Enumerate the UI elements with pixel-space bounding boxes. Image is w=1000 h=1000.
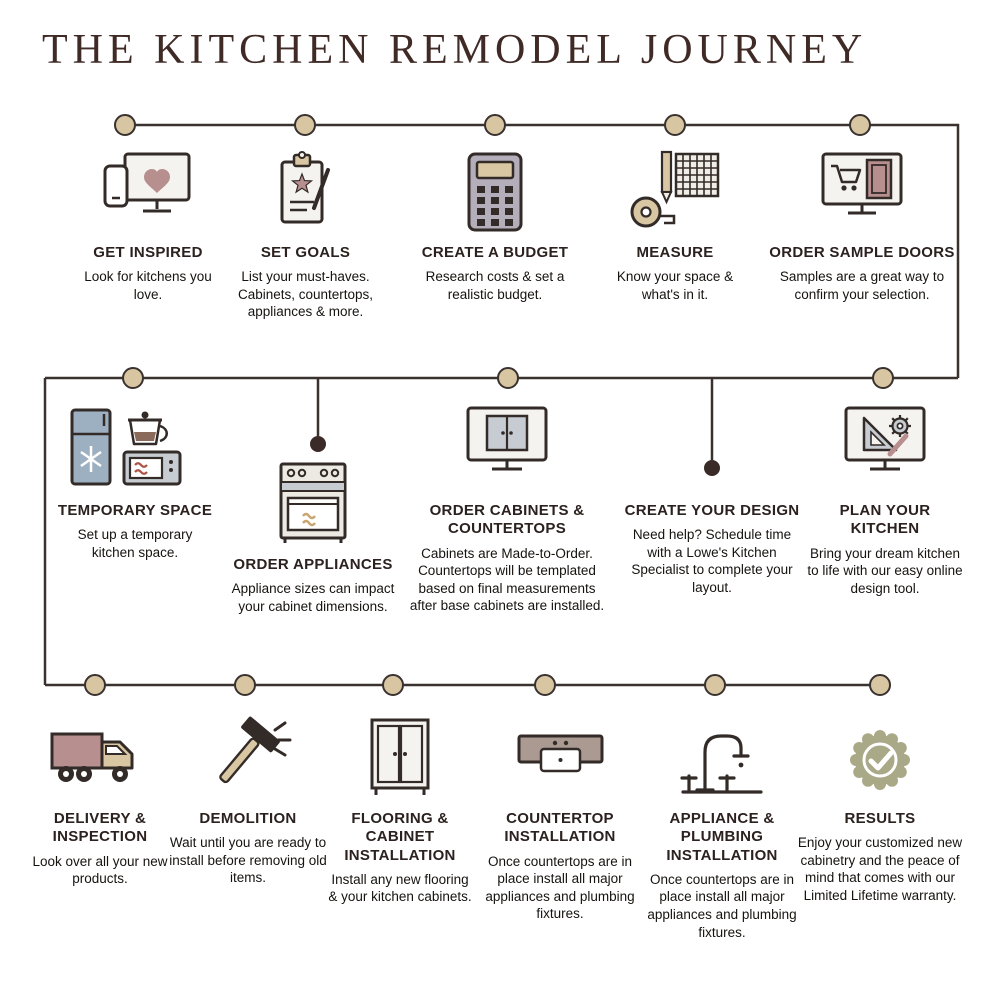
step-create-budget: CREATE A BUDGET Research costs & set a r… bbox=[410, 146, 580, 303]
fridge-coffee-microwave-icon bbox=[68, 404, 203, 492]
step-desc: Once countertops are in place install al… bbox=[485, 853, 635, 922]
step-desc: Enjoy your customized new cabinetry and … bbox=[797, 835, 963, 903]
step-measure: MEASURE Know your space & what's in it. bbox=[600, 146, 750, 303]
step-desc: Research costs & set a realistic budget. bbox=[425, 269, 565, 302]
step-title: ORDER SAMPLE DOORS bbox=[769, 244, 955, 261]
step-order-cabinets: ORDER CABINETS & COUNTERTOPS Cabinets ar… bbox=[407, 404, 607, 615]
sledgehammer-icon bbox=[203, 712, 293, 800]
step-create-design: CREATE YOUR DESIGN Need help? Schedule t… bbox=[622, 502, 802, 596]
clipboard-star-icon bbox=[266, 146, 346, 234]
step-desc: Bring your dream kitchen to life with ou… bbox=[807, 545, 963, 596]
step-title: DEMOLITION bbox=[199, 810, 297, 827]
faucet-icon bbox=[675, 712, 770, 800]
step-desc: Need help? Schedule time with a Lowe's K… bbox=[631, 527, 793, 595]
cabinet-icon bbox=[360, 712, 440, 800]
step-title: PLAN YOUR KITCHEN bbox=[839, 502, 931, 538]
step-desc: Look for kitchens you love. bbox=[84, 269, 212, 302]
step-title: DELIVERY & INSPECTION bbox=[52, 810, 148, 846]
step-demolition: DEMOLITION Wait until you are ready to i… bbox=[168, 712, 328, 887]
step-desc: Samples are a great way to confirm your … bbox=[779, 269, 945, 302]
step-title: CREATE YOUR DESIGN bbox=[624, 502, 800, 519]
step-title: GET INSPIRED bbox=[93, 244, 203, 261]
delivery-truck-icon bbox=[48, 712, 153, 800]
step-desc: Once countertops are in place install al… bbox=[647, 871, 797, 940]
countertop-sink-icon bbox=[513, 712, 608, 800]
step-results: RESULTS Enjoy your customized new cabine… bbox=[795, 712, 965, 904]
monitor-heart-phone-icon bbox=[101, 146, 196, 234]
monitor-cart-door-icon bbox=[815, 146, 910, 234]
step-title: FLOORING & CABINET INSTALLATION bbox=[344, 810, 456, 864]
step-get-inspired: GET INSPIRED Look for kitchens you love. bbox=[73, 146, 223, 303]
step-order-sample-doors: ORDER SAMPLE DOORS Samples are a great w… bbox=[767, 146, 957, 303]
range-oven-icon bbox=[271, 458, 355, 546]
step-desc: Know your space & what's in it. bbox=[616, 269, 734, 302]
step-temporary-space: TEMPORARY SPACE Set up a temporary kitch… bbox=[55, 404, 215, 561]
step-title: APPLIANCE & PLUMBING INSTALLATION bbox=[666, 810, 778, 864]
page-title: THE KITCHEN REMODEL JOURNEY bbox=[42, 27, 868, 73]
step-set-goals: SET GOALS List your must-haves. Cabinets… bbox=[218, 146, 393, 321]
step-countertop-install: COUNTERTOP INSTALLATION Once countertops… bbox=[475, 712, 645, 923]
monitor-ruler-gear-icon bbox=[838, 404, 933, 492]
step-title: MEASURE bbox=[636, 244, 714, 261]
step-desc: Cabinets are Made-to-Order. Countertops … bbox=[409, 545, 605, 614]
monitor-cabinet-icon bbox=[460, 404, 555, 492]
step-title: RESULTS bbox=[844, 810, 916, 827]
step-desc: Install any new flooring & your kitchen … bbox=[328, 871, 472, 905]
step-delivery: DELIVERY & INSPECTION Look over all your… bbox=[20, 712, 180, 888]
step-title: CREATE A BUDGET bbox=[421, 244, 569, 261]
step-desc: Appliance sizes can impact your cabinet … bbox=[231, 581, 395, 614]
step-title: ORDER CABINETS & COUNTERTOPS bbox=[429, 502, 585, 538]
step-title: COUNTERTOP INSTALLATION bbox=[504, 810, 616, 846]
step-title: TEMPORARY SPACE bbox=[57, 502, 213, 519]
calculator-icon bbox=[463, 146, 527, 234]
step-title: ORDER APPLIANCES bbox=[233, 556, 393, 573]
step-desc: List your must-haves. Cabinets, countert… bbox=[237, 269, 374, 320]
step-desc: Look over all your new products. bbox=[32, 853, 168, 887]
step-plan-kitchen: PLAN YOUR KITCHEN Bring your dream kitch… bbox=[805, 404, 965, 597]
step-order-appliances: ORDER APPLIANCES Appliance sizes can imp… bbox=[228, 458, 398, 615]
step-appliance-install: APPLIANCE & PLUMBING INSTALLATION Once c… bbox=[637, 712, 807, 941]
step-desc: Set up a temporary kitchen space. bbox=[77, 527, 193, 560]
step-flooring: FLOORING & CABINET INSTALLATION Install … bbox=[325, 712, 475, 906]
tape-measure-grid-icon bbox=[628, 146, 723, 234]
step-desc: Wait until you are ready to install befo… bbox=[169, 835, 327, 886]
warranty-badge-check-icon bbox=[838, 712, 922, 800]
step-title: SET GOALS bbox=[260, 244, 351, 261]
